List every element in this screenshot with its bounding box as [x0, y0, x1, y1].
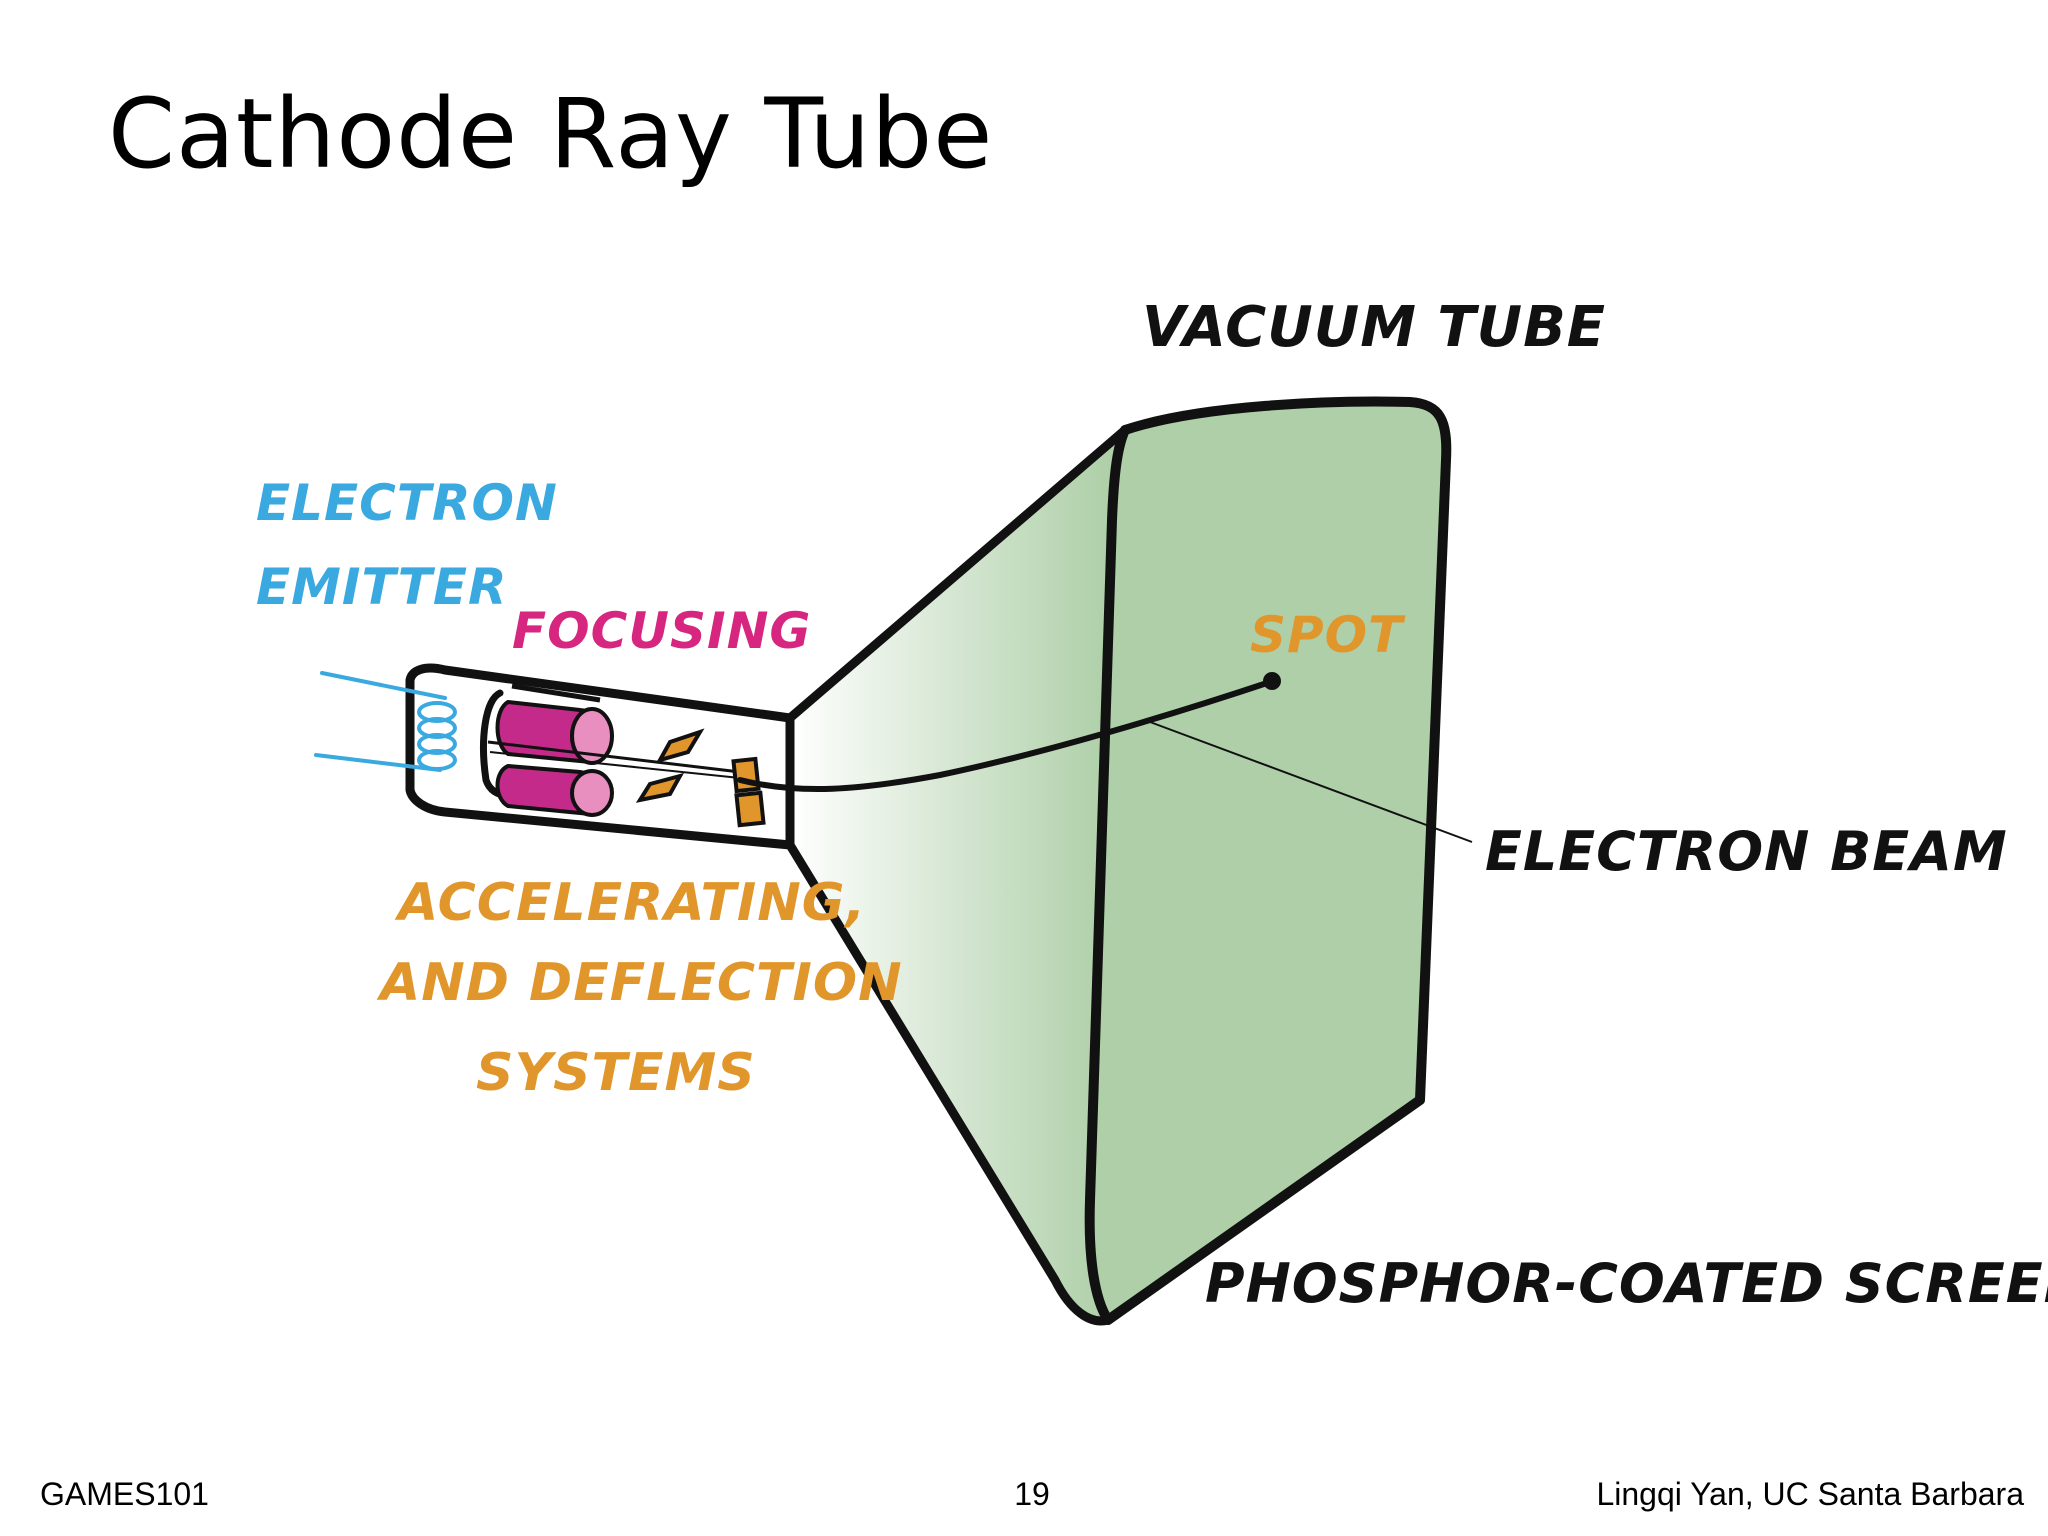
beam-spot-icon [1263, 672, 1281, 690]
electron-beam [737, 679, 1273, 793]
label-spot: SPOT [1250, 606, 1406, 664]
emitter-wire-bottom [314, 753, 442, 772]
footer-author: Lingqi Yan, UC Santa Barbara [1596, 1476, 2024, 1512]
footer-page-number: 19 [1014, 1476, 1050, 1512]
label-electron-emitter-2: EMITTER [256, 558, 508, 616]
label-electron-emitter-1: ELECTRON [256, 474, 558, 532]
label-phosphor-screen: PHOSPHOR-COATED SCREEN [1205, 1252, 2048, 1315]
label-accelerating-1: ACCELERATING, [394, 873, 866, 933]
label-focusing: FOCUSING [512, 602, 811, 660]
footer-course: GAMES101 [40, 1476, 209, 1512]
beam-leader-line [1149, 721, 1473, 843]
phosphor-screen [1084, 396, 1452, 1325]
emitter-wire-top [320, 671, 447, 700]
label-vacuum-tube: VACUUM TUBE [1142, 295, 1606, 360]
label-electron-beam: ELECTRON BEAM [1485, 820, 2008, 883]
label-accelerating-3: SYSTEMS [476, 1043, 756, 1103]
focusing-cylinder-icon [495, 699, 614, 817]
slide-title: Cathode Ray Tube [108, 78, 994, 190]
label-accelerating-2: AND DEFLECTION [376, 953, 903, 1013]
